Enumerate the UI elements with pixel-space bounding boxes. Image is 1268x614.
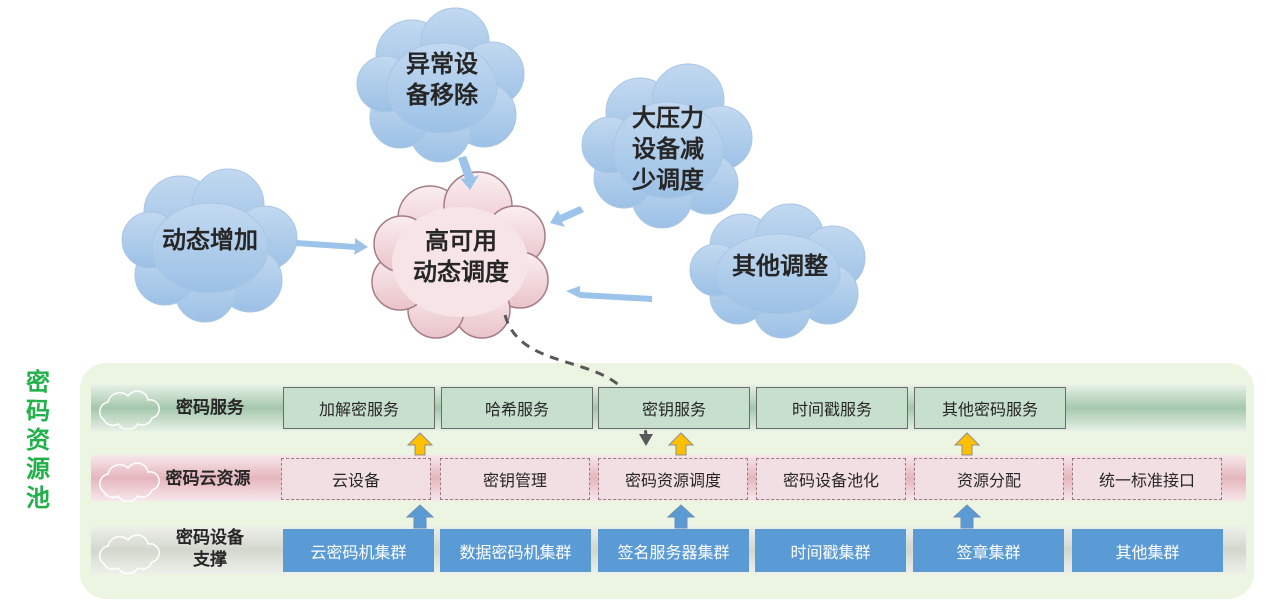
cloud-shape	[356, 7, 525, 163]
devices-layer-label: 密码设备 支撑	[156, 527, 264, 571]
cloud-high-availability: 高可用 动态调度	[396, 224, 526, 290]
cloud-line: 设备减	[632, 134, 704, 163]
cloud-line: 少调度	[632, 165, 704, 194]
up-arrow-blue-icon	[405, 504, 982, 529]
cloud-high-pressure: 大压力 设备减 少调度	[608, 102, 728, 196]
cloud-abnormal-device-removal: 异常设 备移除	[382, 48, 502, 112]
pool-title-char: 码	[26, 397, 50, 425]
service-box: 密钥服务	[598, 387, 750, 429]
services-layer-label: 密码服务	[176, 398, 244, 418]
service-box: 加解密服务	[283, 387, 435, 429]
pool-title-char: 密	[26, 368, 50, 396]
cloud-other-adjust: 其他调整	[712, 248, 848, 284]
pool-title-char: 资	[26, 426, 50, 454]
cloud-shape	[121, 168, 298, 323]
pool-title-char: 池	[26, 484, 50, 512]
resource-box: 密钥管理	[440, 458, 590, 500]
cloud-dynamic-add: 动态增加	[140, 222, 280, 258]
cloud-icon	[99, 462, 160, 503]
up-arrow-orange-icon	[406, 432, 981, 456]
cloud-line: 大压力	[632, 103, 704, 132]
resources-layer-label: 密码云资源	[165, 469, 251, 489]
cloud-icon	[99, 534, 160, 575]
device-box: 时间戳集群	[755, 529, 906, 572]
pool-title-char: 源	[26, 455, 50, 483]
resource-box: 密码资源调度	[598, 458, 748, 500]
service-box: 时间戳服务	[756, 387, 908, 429]
service-box: 哈希服务	[441, 387, 593, 429]
cloud-icon	[99, 390, 160, 431]
device-box: 云密码机集群	[283, 529, 434, 572]
device-box: 签名服务器集群	[598, 529, 749, 572]
cloud-line: 异常设	[406, 50, 478, 78]
cloud-line: 高可用	[425, 227, 497, 255]
cloud-line: 备移除	[406, 81, 478, 109]
cloud-line: 动态调度	[413, 258, 509, 286]
label-line: 密码设备	[176, 528, 244, 548]
resource-box: 云设备	[281, 458, 431, 500]
resource-box: 统一标准接口	[1072, 458, 1222, 500]
label-line: 支撑	[193, 550, 227, 570]
device-box: 数据密码机集群	[440, 529, 591, 572]
resource-box: 密码设备池化	[756, 458, 906, 500]
device-box: 其他集群	[1072, 529, 1223, 572]
cloud-line: 动态增加	[162, 225, 258, 254]
flow-arrows	[296, 156, 652, 302]
resource-pool-title: 密 码 资 源 池	[20, 368, 56, 513]
cloud-shape	[581, 63, 753, 229]
resource-box: 资源分配	[914, 458, 1064, 500]
device-box: 签章集群	[913, 529, 1064, 572]
cloud-shape	[689, 203, 866, 339]
service-box: 其他密码服务	[914, 387, 1066, 429]
cloud-line: 其他调整	[732, 251, 828, 280]
